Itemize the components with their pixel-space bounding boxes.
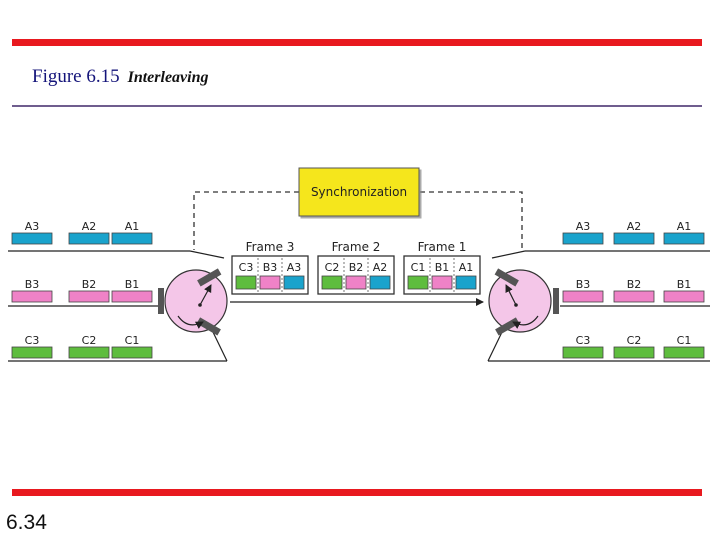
sync-dashed-lines <box>193 191 523 250</box>
input-unit-b1: B1 <box>111 278 153 303</box>
frame-slot-c3: C3 <box>235 261 257 290</box>
output-unit-label: A3 <box>576 220 591 233</box>
output-unit-c3: C3 <box>562 334 604 359</box>
input-lines <box>8 250 228 362</box>
slot-label: B3 <box>263 261 278 274</box>
output-unit-a1: A1 <box>663 220 705 245</box>
frame-3: Frame 3 C3 B3 A3 <box>231 240 309 295</box>
frame-label: Frame 1 <box>418 240 467 254</box>
output-unit-b3: B3 <box>562 278 604 303</box>
frames: Frame 3 C3 B3 A3 Frame 2 C2 B2 A2 Frame 1 C1 B1 A1 <box>231 240 481 295</box>
output-unit-b2: B2 <box>613 278 655 303</box>
input-unit-c1: C1 <box>111 334 153 359</box>
synchronization-box: Synchronization <box>298 167 420 217</box>
output-unit-label: B3 <box>576 278 591 291</box>
slot-label: A1 <box>459 261 474 274</box>
figure-title: Figure 6.15 Interleaving <box>32 66 209 88</box>
frame-slot-a1: A1 <box>455 261 477 290</box>
output-unit-label: C1 <box>677 334 692 347</box>
slot-label: B1 <box>435 261 450 274</box>
figure-subtitle: Interleaving <box>127 69 209 86</box>
frame-label: Frame 3 <box>246 240 295 254</box>
frame-1: Frame 1 C1 B1 A1 <box>403 240 481 295</box>
frame-slot-c1: C1 <box>407 261 429 290</box>
frame-slot-a2: A2 <box>369 261 391 290</box>
slide-number: 6.34 <box>6 511 47 534</box>
frame-slot-b1: B1 <box>431 261 453 290</box>
demultiplexer-switch <box>488 268 559 336</box>
output-unit-c2: C2 <box>613 334 655 359</box>
output-unit-label: C3 <box>576 334 591 347</box>
input-unit-a3: A3 <box>11 220 53 245</box>
output-unit-b1: B1 <box>663 278 705 303</box>
slot-label: C3 <box>239 261 254 274</box>
input-unit-label: C3 <box>25 334 40 347</box>
slot-label: C2 <box>325 261 340 274</box>
output-unit-label: B1 <box>677 278 692 291</box>
output-unit-label: C2 <box>627 334 642 347</box>
slot-label: A2 <box>373 261 388 274</box>
input-unit-c2: C2 <box>68 334 110 359</box>
input-unit-b2: B2 <box>68 278 110 303</box>
synchronization-label: Synchronization <box>311 185 407 199</box>
top-accent-bar <box>12 39 702 46</box>
slot-label: B2 <box>349 261 364 274</box>
input-unit-b3: B3 <box>11 278 53 303</box>
input-unit-a1: A1 <box>111 220 153 245</box>
frame-slot-b3: B3 <box>259 261 281 290</box>
input-unit-a2: A2 <box>68 220 110 245</box>
slot-label: C1 <box>411 261 426 274</box>
output-unit-label: A2 <box>627 220 642 233</box>
output-unit-a3: A3 <box>562 220 604 245</box>
frame-label: Frame 2 <box>332 240 381 254</box>
output-unit-label: B2 <box>627 278 642 291</box>
output-unit-c1: C1 <box>663 334 705 359</box>
input-unit-label: A3 <box>25 220 40 233</box>
input-unit-c3: C3 <box>11 334 53 359</box>
output-unit-a2: A2 <box>613 220 655 245</box>
input-unit-label: A1 <box>125 220 140 233</box>
frame-slot-b2: B2 <box>345 261 367 290</box>
frame-slot-a3: A3 <box>283 261 305 290</box>
title-underline <box>12 105 702 107</box>
figure-number: Figure 6.15 <box>32 66 120 87</box>
input-unit-label: B1 <box>125 278 140 291</box>
output-lines <box>487 250 710 362</box>
frame-slot-c2: C2 <box>321 261 343 290</box>
output-unit-label: A1 <box>677 220 692 233</box>
input-unit-label: B3 <box>25 278 40 291</box>
bottom-accent-bar <box>12 489 702 496</box>
slot-label: A3 <box>287 261 302 274</box>
frame-2: Frame 2 C2 B2 A2 <box>317 240 395 295</box>
input-unit-label: C1 <box>125 334 140 347</box>
multiplexer-switch <box>158 268 228 336</box>
input-unit-label: B2 <box>82 278 97 291</box>
input-unit-label: C2 <box>82 334 97 347</box>
input-unit-label: A2 <box>82 220 97 233</box>
